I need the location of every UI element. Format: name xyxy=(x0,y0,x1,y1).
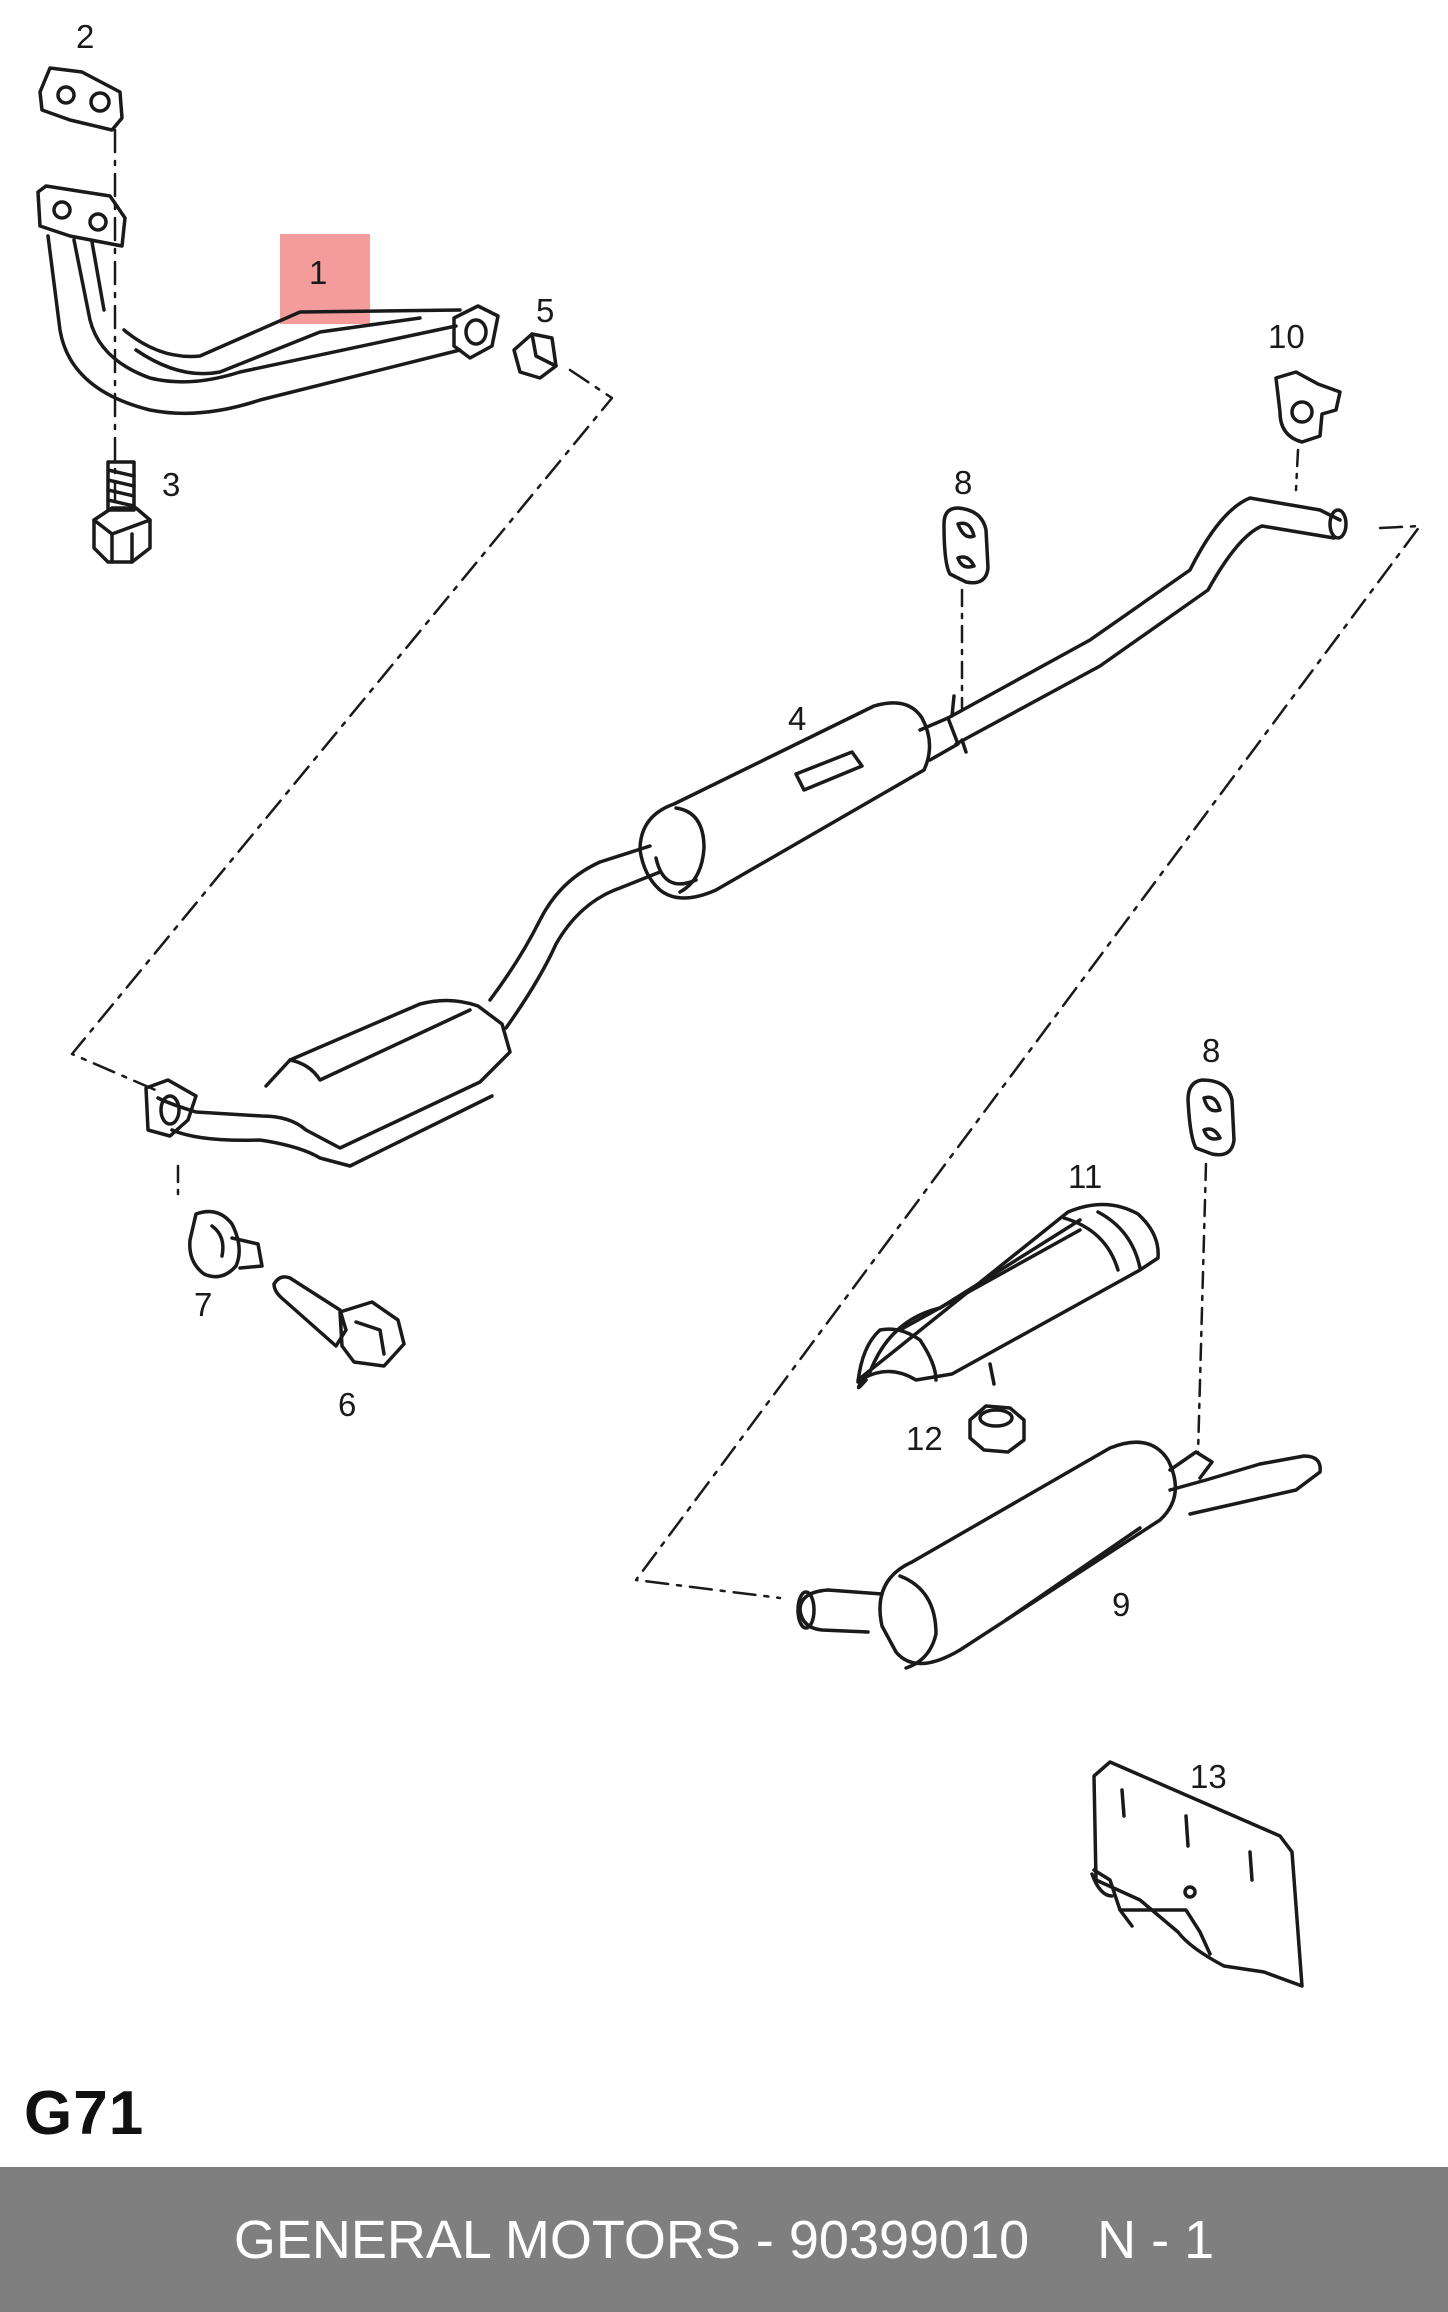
nut-part-12[interactable] xyxy=(968,1404,1026,1454)
exhaust-system-diagram: 1 2 3 4 5 6 7 8 8 9 10 11 12 13 xyxy=(36,18,1422,1988)
center-muffler-part-4[interactable] xyxy=(638,496,1348,900)
hanger-part-8-bottom[interactable] xyxy=(1186,1078,1236,1456)
footer-quantity: N - 1 xyxy=(1097,2209,1215,2270)
gasket-part-2[interactable] xyxy=(38,66,124,132)
part-label: 5 xyxy=(536,292,554,329)
footer-bar: GENERAL MOTORS - 90399010 N - 1 xyxy=(0,2167,1448,2312)
part-label: 12 xyxy=(906,1420,943,1457)
part-label: 8 xyxy=(954,464,972,501)
bolt-part-6[interactable] xyxy=(272,1275,406,1368)
part-label: 10 xyxy=(1268,318,1305,355)
bolt-part-3[interactable] xyxy=(92,460,152,564)
part-label: 2 xyxy=(76,18,94,55)
part-label: 6 xyxy=(338,1386,356,1423)
hanger-part-8-top[interactable] xyxy=(942,506,990,710)
heat-shield-part-11[interactable] xyxy=(856,1202,1160,1390)
bracket-part-13[interactable] xyxy=(1090,1760,1304,1988)
part-label: 1 xyxy=(309,254,327,291)
mount-part-7[interactable] xyxy=(188,1209,264,1279)
nut-part-5[interactable] xyxy=(512,332,558,380)
part-label: 3 xyxy=(162,466,180,503)
part-label: 7 xyxy=(194,1286,212,1323)
part-label: 9 xyxy=(1112,1586,1130,1623)
hanger-part-10[interactable] xyxy=(1274,370,1342,492)
rear-muffler-part-9[interactable] xyxy=(796,1440,1322,1670)
part-label: 13 xyxy=(1190,1758,1227,1795)
front-pipe-part-1[interactable] xyxy=(36,184,500,416)
part-label: 11 xyxy=(1068,1158,1102,1195)
part-label: 4 xyxy=(788,700,806,737)
part-label: 8 xyxy=(1202,1032,1220,1069)
page-code: G71 xyxy=(24,2079,145,2148)
footer-part-info: GENERAL MOTORS - 90399010 xyxy=(233,2209,1030,2270)
part-1-highlight xyxy=(280,234,370,324)
catalytic-converter[interactable] xyxy=(144,844,662,1202)
